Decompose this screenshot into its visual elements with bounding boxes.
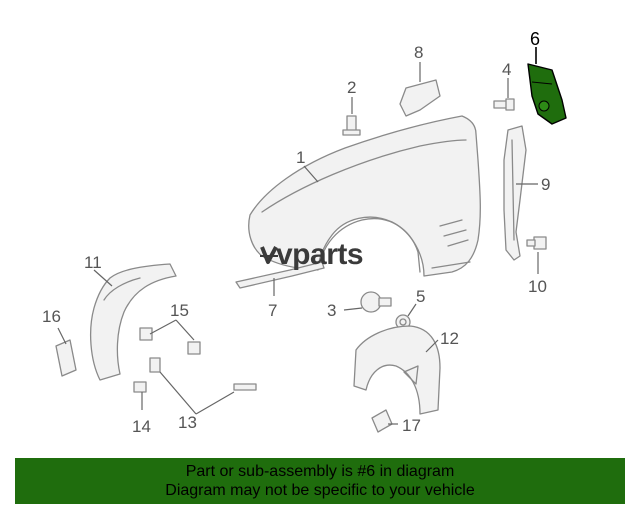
callout-3[interactable]: 3 [327, 301, 336, 320]
watermark-text: vparts [276, 238, 363, 271]
part-13-bolt[interactable] [149, 357, 257, 391]
part-10-clip[interactable] [526, 236, 547, 250]
leader-11 [93, 269, 113, 287]
banner-line-part-info: Part or sub-assembly is #6 in diagram [185, 463, 455, 480]
part-8-bracket[interactable] [399, 79, 441, 117]
callout-7[interactable]: 7 [268, 301, 277, 320]
part-9-seal[interactable] [503, 125, 527, 261]
part-2-bolt[interactable] [342, 115, 361, 136]
banner-line-disclaimer: Diagram may not be specific to your vehi… [165, 482, 475, 499]
callout-17[interactable]: 17 [402, 416, 421, 435]
part-6-bracket-highlighted[interactable] [527, 63, 567, 125]
callout-12[interactable]: 12 [440, 329, 459, 348]
leader-12 [425, 339, 439, 353]
callout-2[interactable]: 2 [347, 78, 356, 97]
part-4-screw[interactable] [493, 98, 515, 111]
part-12-inner-liner[interactable] [353, 325, 441, 415]
part-3-stud[interactable] [360, 291, 392, 313]
exploded-parts-diagram: 1 2 3 4 5 6 7 8 9 10 11 12 13 14 15 16 1… [42, 29, 567, 436]
callout-11[interactable]: 11 [84, 253, 102, 272]
leader-15 [149, 319, 195, 341]
leader-1 [303, 165, 319, 183]
callout-5[interactable]: 5 [416, 287, 425, 306]
part-14-screw[interactable] [133, 381, 147, 393]
part-7-trim-strip[interactable] [235, 261, 325, 289]
callout-8[interactable]: 8 [414, 43, 423, 62]
vparts-watermark-logo: vparts [260, 238, 364, 271]
leader-5 [407, 303, 417, 317]
leader-3 [343, 307, 363, 311]
callout-9[interactable]: 9 [541, 175, 550, 194]
callout-10[interactable]: 10 [528, 277, 547, 296]
leader-13 [159, 371, 235, 415]
part-17-clip[interactable] [371, 409, 393, 433]
callout-16[interactable]: 16 [42, 307, 61, 326]
callout-14[interactable]: 14 [132, 417, 151, 436]
part-15-clip[interactable] [139, 327, 201, 355]
callout-4[interactable]: 4 [502, 60, 511, 79]
callout-1[interactable]: 1 [296, 148, 305, 167]
leader-16 [57, 327, 67, 345]
callout-6[interactable]: 6 [530, 29, 540, 49]
selected-part-banner: Part or sub-assembly is #6 in diagram Di… [15, 458, 625, 504]
callout-13[interactable]: 13 [178, 413, 197, 432]
part-11-wheelhouse-liner[interactable] [90, 263, 177, 381]
part-16-pad[interactable] [55, 339, 77, 377]
callout-15[interactable]: 15 [170, 301, 189, 320]
